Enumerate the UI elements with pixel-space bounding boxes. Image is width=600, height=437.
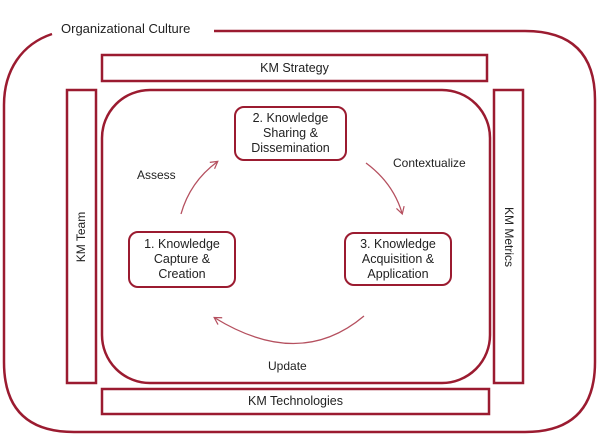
- organizational-culture-title: Organizational Culture: [61, 21, 191, 36]
- step-3-line: Application: [367, 266, 429, 281]
- km-process-frame: [100, 88, 492, 385]
- km-strategy-label: KM Strategy: [102, 55, 487, 81]
- step-2-line: Dissemination: [251, 141, 330, 155]
- step-2-line: Sharing &: [263, 126, 318, 140]
- km-metrics-label: KM Metrics: [494, 90, 523, 383]
- km-technologies-text: KM Technologies: [248, 394, 343, 408]
- step-3-line: 3. Knowledge: [360, 236, 436, 251]
- update-arrow: [213, 315, 365, 345]
- step-2-line: 2. Knowledge: [252, 111, 329, 125]
- step-1-line: 1. Knowledge: [144, 237, 220, 251]
- step-1-border: [128, 231, 236, 288]
- step-2-border: [234, 106, 347, 161]
- culture-frame: [2, 29, 597, 434]
- km-technologies-box: [100, 387, 491, 416]
- step-3-line: Acquisition &: [361, 251, 435, 266]
- assess-arrow: [180, 160, 219, 215]
- km-metrics-text: KM Metrics: [501, 206, 516, 267]
- km-strategy-text: KM Strategy: [260, 60, 329, 75]
- assess-label: Assess: [137, 168, 176, 182]
- km-team-box: [65, 88, 98, 385]
- step-1-line: Capture &: [153, 252, 211, 266]
- step-1-line: Creation: [158, 267, 206, 281]
- km-technologies-label: KM Technologies: [102, 389, 489, 414]
- km-team-label: KM Team: [67, 90, 96, 383]
- update-label: Update: [268, 359, 307, 373]
- step-3-border: [344, 232, 452, 286]
- km-metrics-box: [492, 88, 525, 385]
- km-team-text: KM Team: [74, 211, 89, 262]
- contextualize-label: Contextualize: [393, 156, 466, 170]
- contextualize-arrow: [365, 162, 405, 216]
- km-strategy-box: [100, 53, 489, 83]
